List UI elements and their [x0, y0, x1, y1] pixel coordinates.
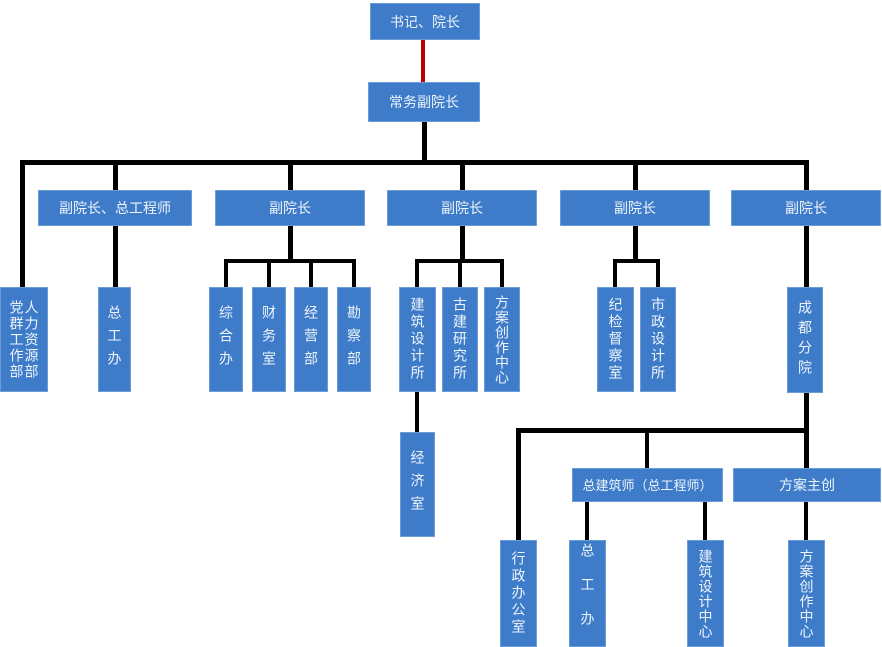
connector-line — [633, 226, 638, 262]
connector-line — [804, 428, 809, 468]
node-label: 副院长、总工程师 — [59, 200, 171, 216]
node-chief-engineer-office: 总工办 — [98, 287, 131, 392]
connector-line — [20, 160, 809, 165]
node-label: 副院长 — [785, 200, 827, 216]
node-chief-architect: 总建筑师（总工程师） — [572, 468, 723, 502]
node-vice-dean-4: 副院长 — [731, 190, 881, 226]
node-chief-engineer-office-chengdu: 总工办 — [569, 540, 606, 647]
node-label: 建筑设计所 — [409, 297, 426, 382]
node-label: 总工办 — [579, 542, 596, 645]
connector-line — [516, 428, 521, 540]
connector-line — [422, 122, 427, 162]
node-architectural-design-center: 建筑设计中心 — [687, 540, 724, 647]
node-label: 市政设计所 — [650, 297, 666, 382]
node-label: 经营部 — [303, 305, 319, 374]
node-label: 方案创作中心 — [494, 294, 510, 385]
node-label: 常务副院长 — [389, 94, 459, 110]
node-finance-office: 财务室 — [252, 287, 286, 392]
connector-line — [267, 259, 271, 287]
connector-line — [645, 428, 649, 468]
node-label: 副院长 — [269, 200, 311, 216]
node-label: 综合办 — [218, 305, 234, 374]
node-survey-dept: 勘察部 — [337, 287, 371, 392]
node-label: 副院长 — [614, 200, 656, 216]
node-label: 成都分院 — [797, 300, 813, 380]
node-general-office: 综合办 — [209, 287, 243, 392]
connector-line — [415, 259, 419, 287]
connector-line — [613, 259, 660, 263]
connector-line — [656, 259, 660, 287]
node-label: 纪检督察室 — [607, 297, 624, 382]
node-secretary-dean: 书记、院长 — [370, 3, 480, 40]
node-chengdu-branch: 成都分院 — [787, 287, 823, 393]
node-admin-office: 行政办公室 — [500, 540, 537, 647]
node-label: 书记、院长 — [390, 13, 460, 30]
node-scheme-creation-center-chengdu: 方案创作中心 — [788, 540, 825, 647]
connector-line — [516, 428, 809, 433]
connector-line — [113, 226, 118, 287]
connector-line — [352, 259, 356, 287]
node-label: 总建筑师（总工程师） — [582, 477, 713, 493]
connector-line — [113, 160, 118, 190]
node-party-mass-and-hr-dept: 党群工作部 人力资源部 — [0, 287, 48, 392]
node-label: 古建研究所 — [452, 297, 468, 382]
node-vice-dean-2: 副院长 — [387, 190, 537, 226]
node-municipal-design-institute: 市政设计所 — [640, 287, 676, 392]
node-label: 党群工作部 — [8, 299, 25, 380]
node-label: 人力资源部 — [23, 299, 40, 380]
node-label: 总工办 — [106, 305, 123, 374]
connector-line — [703, 502, 707, 540]
node-ancient-architecture-institute: 古建研究所 — [442, 287, 478, 392]
node-discipline-inspection-office: 纪检督察室 — [597, 287, 634, 392]
node-label: 建筑设计中心 — [697, 548, 714, 639]
connector-line — [460, 160, 465, 190]
node-label: 方案创作中心 — [798, 548, 815, 639]
connector-line — [804, 160, 809, 190]
node-vice-dean-3: 副院长 — [560, 190, 710, 226]
connector-line — [500, 259, 504, 287]
connector-line — [458, 259, 462, 287]
connector-line — [20, 160, 25, 287]
node-executive-vice-dean: 常务副院长 — [368, 82, 480, 122]
connector-line — [288, 160, 293, 190]
connector-line — [288, 226, 293, 262]
connector-line — [309, 259, 313, 287]
node-label: 方案主创 — [779, 477, 835, 493]
node-label: 财务室 — [261, 305, 277, 374]
node-scheme-lead: 方案主创 — [733, 468, 881, 502]
connector-line — [415, 392, 419, 432]
node-vice-dean-chief-engineer: 副院长、总工程师 — [38, 190, 192, 226]
connector-red — [421, 40, 425, 82]
node-scheme-creation-center: 方案创作中心 — [484, 287, 520, 392]
connector-line — [804, 502, 808, 540]
connector-line — [613, 259, 617, 287]
node-label: 副院长 — [441, 200, 483, 216]
node-vice-dean-1: 副院长 — [215, 190, 365, 226]
node-economy-office: 经济室 — [400, 432, 435, 537]
connector-line — [224, 259, 356, 263]
connector-line — [633, 160, 638, 190]
connector-line — [804, 392, 809, 430]
node-label: 行政办公室 — [510, 551, 527, 636]
node-label: 经济室 — [409, 450, 426, 519]
node-architectural-design-institute: 建筑设计所 — [399, 287, 436, 392]
connector-line — [804, 226, 809, 287]
node-label: 勘察部 — [346, 305, 362, 374]
connector-line — [224, 259, 228, 287]
connector-line — [585, 502, 589, 540]
node-business-dept: 经营部 — [294, 287, 328, 392]
connector-line — [460, 226, 465, 262]
